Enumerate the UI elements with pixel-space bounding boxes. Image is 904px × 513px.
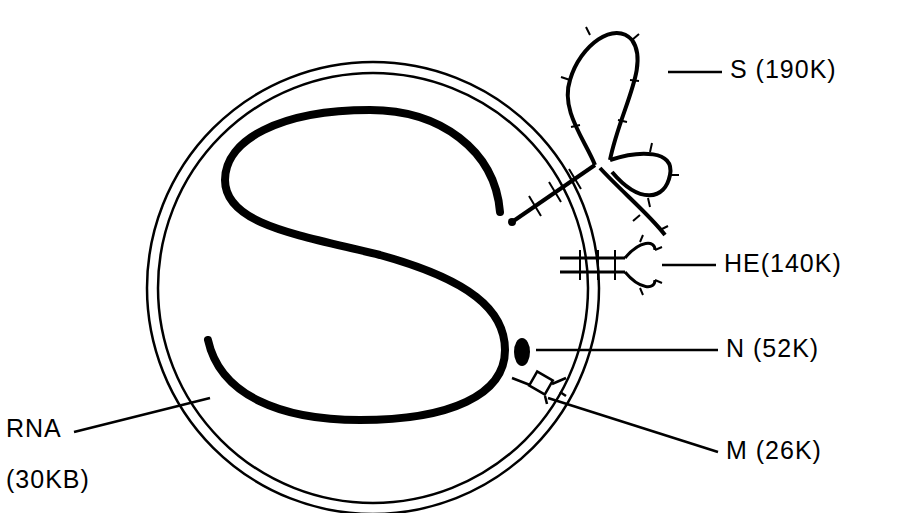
rna-length-label: (30KB) bbox=[6, 466, 90, 494]
n-label: N (52K) bbox=[726, 335, 819, 363]
envelope-inner bbox=[158, 73, 588, 503]
leader-lines bbox=[74, 72, 722, 452]
envelope-outer bbox=[147, 62, 599, 513]
m-label: M (26K) bbox=[726, 437, 822, 465]
he-label: HE(140K) bbox=[724, 250, 842, 278]
rna-strand bbox=[208, 110, 505, 420]
spike-label: S (190K) bbox=[730, 56, 837, 84]
membrane-protein bbox=[512, 372, 566, 404]
rna-label: RNA bbox=[6, 415, 62, 443]
spike-glycans bbox=[529, 27, 679, 230]
nucleocapsid-protein bbox=[514, 338, 530, 366]
hemagglutinin-esterase bbox=[560, 235, 662, 295]
spike-protein bbox=[512, 33, 670, 235]
